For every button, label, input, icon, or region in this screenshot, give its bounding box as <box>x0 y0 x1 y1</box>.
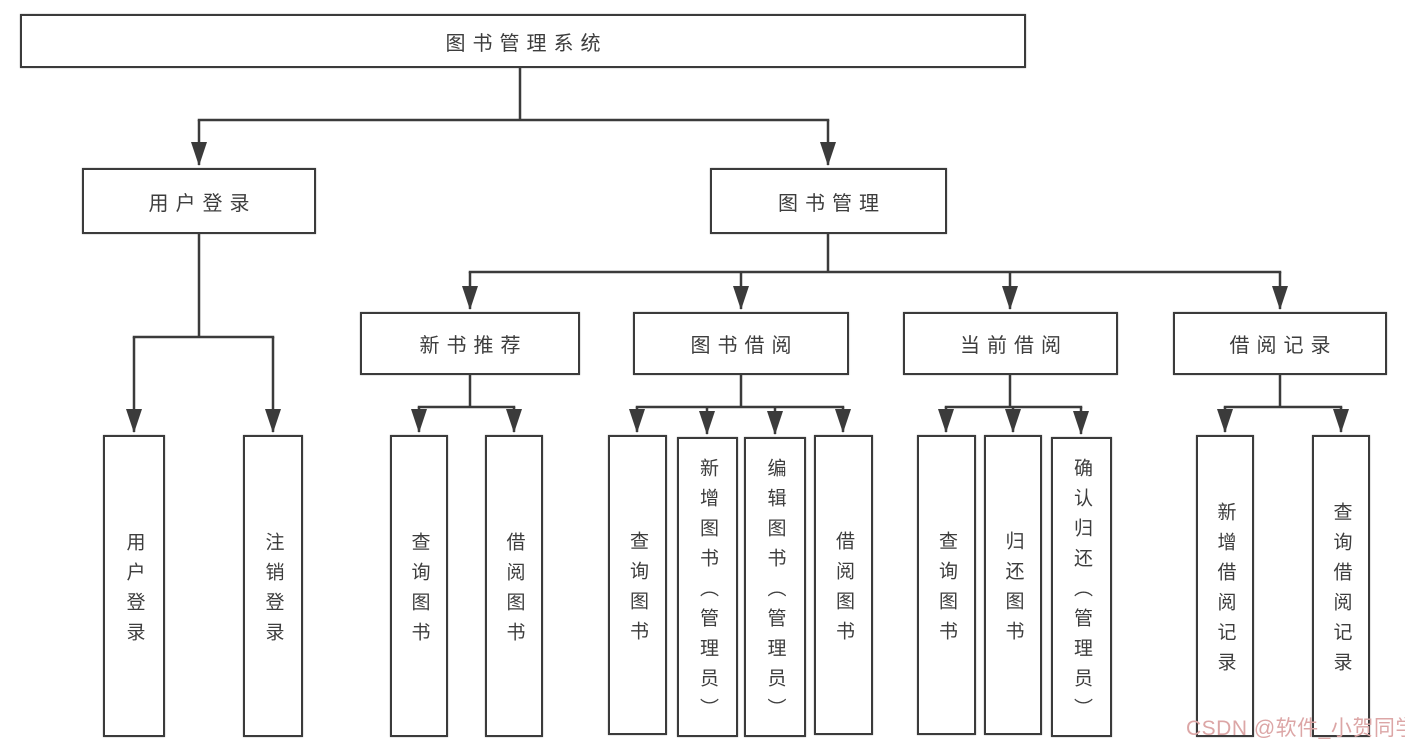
node-label: 借阅记录 <box>1229 335 1338 357</box>
node-user-login: 用户登录 <box>82 168 316 234</box>
node-leaf-confirm-return-admin: 确认归还（管理员） <box>1051 437 1112 737</box>
node-label: 图书管理 <box>778 192 886 215</box>
node-label: 新增图书（管理员） <box>697 457 718 728</box>
node-book-management: 图书管理 <box>710 168 947 234</box>
node-label: 查询图书 <box>936 530 957 651</box>
node-leaf-logout: 注销登录 <box>243 435 303 737</box>
node-leaf-edit-book-admin: 编辑图书（管理员） <box>744 437 806 737</box>
node-label: 用户登录 <box>123 531 145 652</box>
node-label: 图书借阅 <box>690 335 799 357</box>
node-leaf-add-book-admin: 新增图书（管理员） <box>677 437 738 737</box>
node-leaf-return-book: 归还图书 <box>984 435 1042 735</box>
node-label: 查询图书 <box>408 531 430 652</box>
node-label: 确认归还（管理员） <box>1071 457 1092 728</box>
node-label: 新增借阅记录 <box>1214 501 1236 682</box>
node-label: 归还图书 <box>1002 530 1024 651</box>
node-label: 用户登录 <box>148 192 257 215</box>
node-book-borrowing: 图书借阅 <box>633 312 849 375</box>
node-label: 编辑图书（管理员） <box>764 457 786 728</box>
node-leaf-borrow-books: 借阅图书 <box>814 435 873 735</box>
node-leaf-add-borrow-record: 新增借阅记录 <box>1196 435 1254 737</box>
node-label: 图书管理系统 <box>445 32 608 55</box>
node-borrow-records: 借阅记录 <box>1173 312 1387 375</box>
node-leaf-query-borrow-record: 查询借阅记录 <box>1312 435 1370 737</box>
node-leaf-query-books-current: 查询图书 <box>917 435 976 735</box>
csdn-watermark: CSDN @软件_小贺同学 <box>1186 717 1405 740</box>
node-current-borrowing: 当前借阅 <box>903 312 1118 375</box>
node-label: 当前借阅 <box>960 335 1068 357</box>
node-label: 查询图书 <box>627 530 648 651</box>
node-label: 查询借阅记录 <box>1330 501 1352 682</box>
node-leaf-user-login: 用户登录 <box>103 435 165 737</box>
node-leaf-borrow-books-rec: 借阅图书 <box>485 435 543 737</box>
node-label: 借阅图书 <box>833 530 854 651</box>
node-leaf-query-books-borrow: 查询图书 <box>608 435 667 735</box>
node-label: 注销登录 <box>262 531 284 652</box>
node-library-system: 图书管理系统 <box>20 14 1026 68</box>
node-label: 新书推荐 <box>419 335 528 357</box>
node-leaf-query-books-rec: 查询图书 <box>390 435 448 737</box>
node-new-book-recommend: 新书推荐 <box>360 312 580 375</box>
node-label: 借阅图书 <box>503 531 525 652</box>
